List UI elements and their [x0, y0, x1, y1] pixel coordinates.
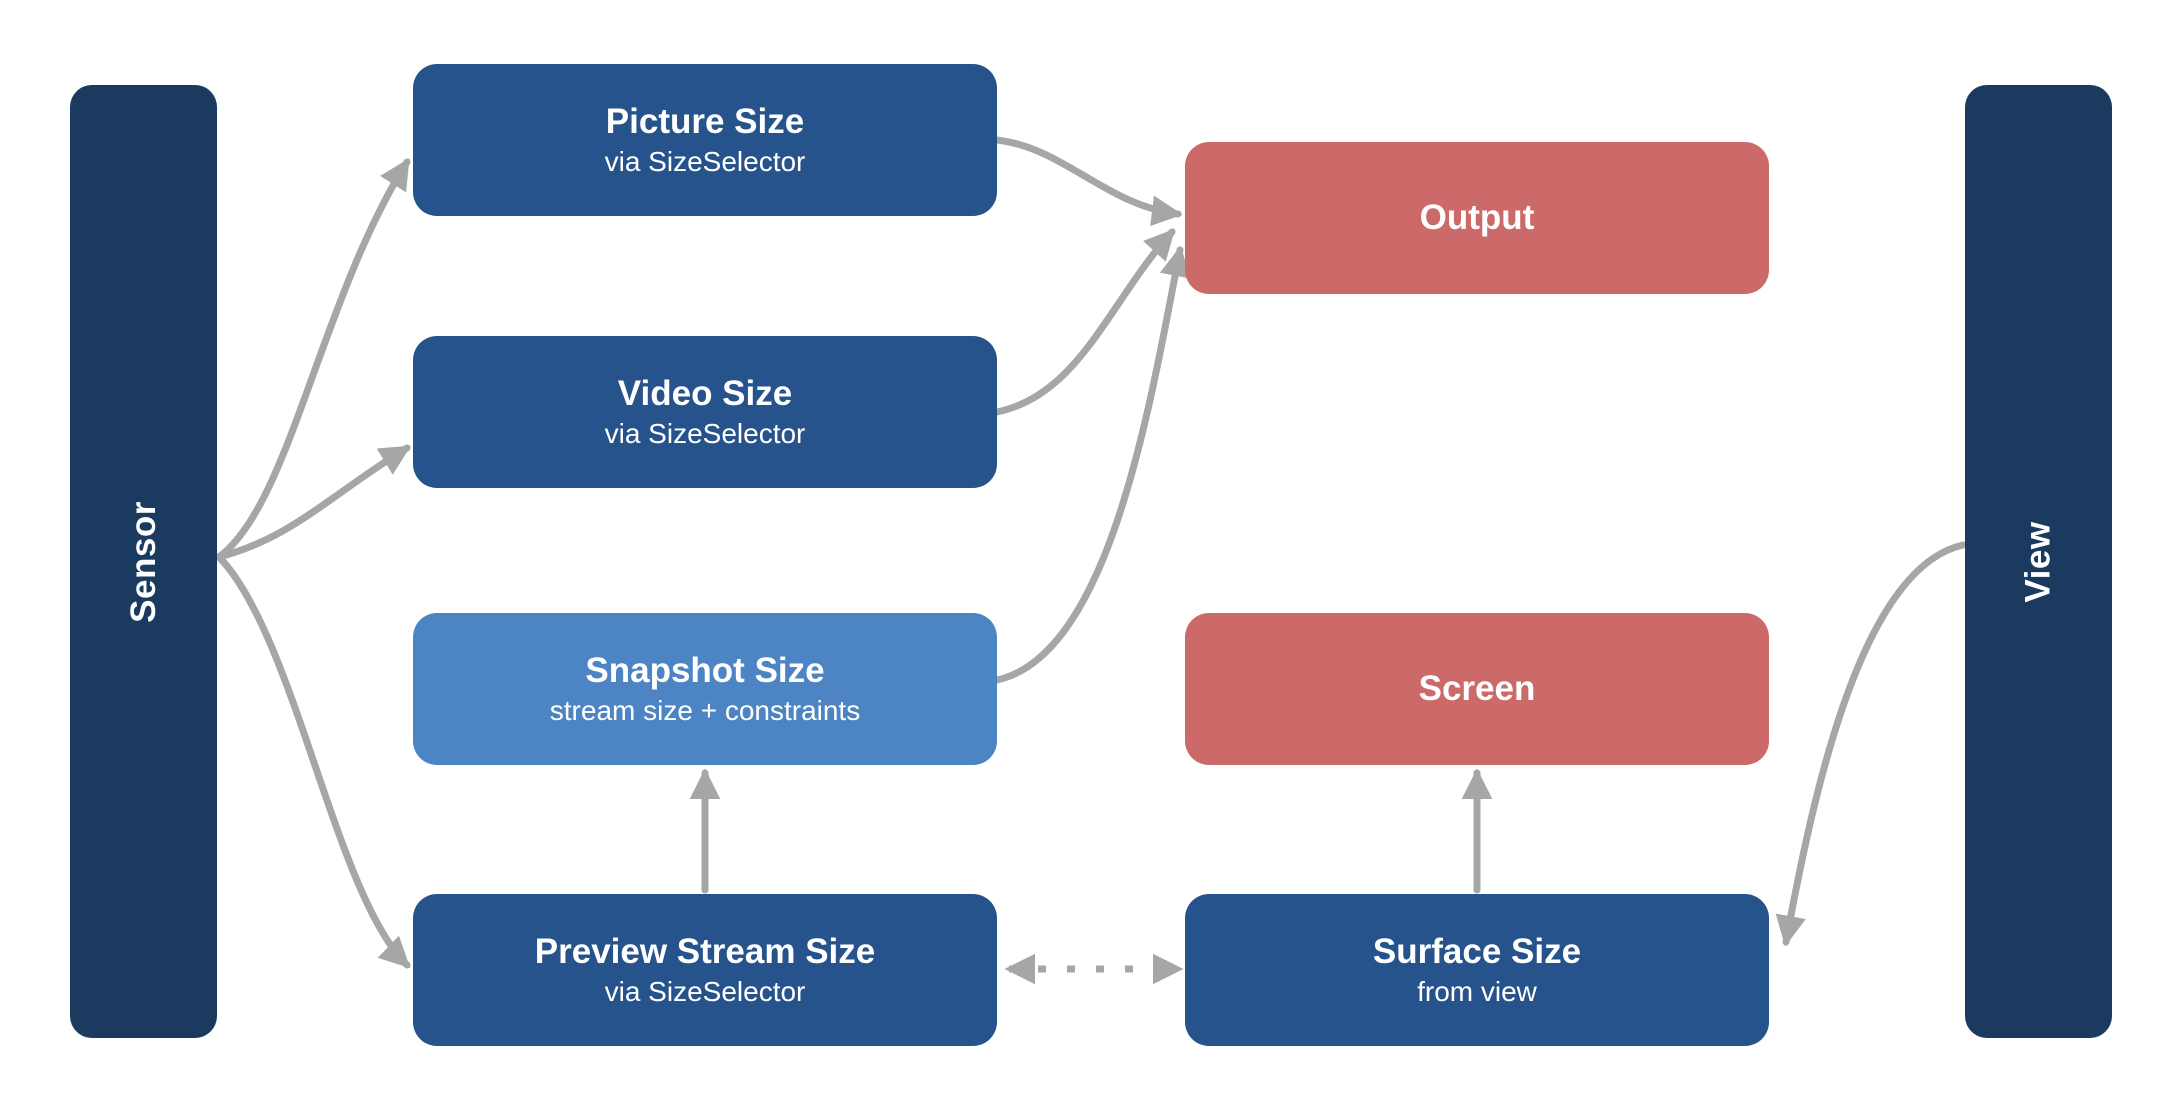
edge-picture-size-to-output — [993, 136, 1183, 227]
node-output: Output — [1185, 142, 1769, 294]
node-picture-size: Picture Size via SizeSelector — [413, 64, 997, 216]
node-screen: Screen — [1185, 613, 1769, 765]
sensor-bar: Sensor — [70, 85, 217, 1038]
view-bar: View — [1965, 85, 2112, 1038]
edge-sensor-to-video-size — [215, 444, 411, 561]
node-video-size-title: Video Size — [617, 373, 793, 413]
node-surface-size: Surface Size from view — [1185, 894, 1769, 1046]
node-output-title: Output — [1419, 197, 1535, 237]
node-surface-size-title: Surface Size — [1372, 931, 1582, 971]
node-snapshot-size-title: Snapshot Size — [585, 650, 825, 690]
node-preview-stream-size: Preview Stream Size via SizeSelector — [413, 894, 997, 1046]
node-video-size: Video Size via SizeSelector — [413, 336, 997, 488]
node-picture-size-title: Picture Size — [605, 101, 805, 141]
node-snapshot-size-subtitle: stream size + constraints — [549, 694, 861, 726]
node-screen-title: Screen — [1418, 668, 1536, 708]
view-bar-label: View — [2018, 520, 2058, 603]
node-surface-size-subtitle: from view — [1417, 975, 1537, 1007]
edge-sensor-to-preview-stream-size — [215, 553, 411, 969]
node-preview-stream-size-subtitle: via SizeSelector — [604, 975, 806, 1007]
edge-video-size-to-output — [993, 228, 1176, 416]
edge-sensor-to-picture-size — [215, 158, 411, 561]
edge-view-to-surface-size — [1775, 541, 1967, 947]
sensor-bar-label: Sensor — [123, 500, 163, 623]
node-picture-size-subtitle: via SizeSelector — [604, 145, 806, 177]
node-video-size-subtitle: via SizeSelector — [604, 417, 806, 449]
node-preview-stream-size-title: Preview Stream Size — [534, 931, 876, 971]
node-snapshot-size: Snapshot Size stream size + constraints — [413, 613, 997, 765]
edge-snapshot-size-to-output — [993, 245, 1191, 684]
